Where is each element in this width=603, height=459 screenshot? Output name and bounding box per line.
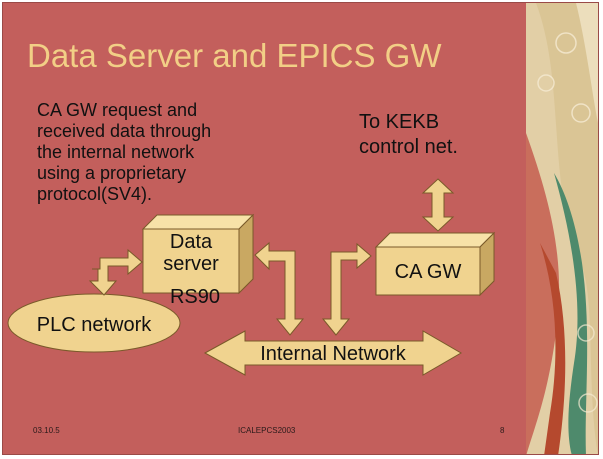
kekb-control-net-label: To KEKB control net. [359,110,458,160]
footer-page-number: 8 [500,426,505,435]
data-server-label-line3: RS90 [170,286,220,308]
description-line: using a proprietary [37,163,187,183]
internal-cagw-arrow [321,242,372,336]
data-server-label-line1: Data [170,231,213,253]
network-diagram: Data server RS90 CA GW PLC network Inter… [7,178,496,376]
kekb-vertical-arrow [421,178,455,232]
kekb-label-line: To KEKB [359,111,440,133]
data-server-label-line2: server [163,253,219,275]
ca-gw-label: CA GW [395,261,462,283]
footer-conference: ICALEPCS2003 [238,426,296,435]
description-line: received data through [37,121,212,141]
description-text: CA GW request and received data through … [37,100,257,205]
server-internal-arrow [254,241,305,336]
ca-gw-box [374,231,496,297]
slide-title: Data Server and EPICS GW [27,37,442,74]
side-band-art [526,3,598,454]
internal-network-label: Internal Network [260,343,407,365]
internal-network-arrow [203,330,462,376]
data-server-box [141,213,255,295]
kekb-label-line: control net. [359,136,458,158]
plc-network-label: PLC network [37,314,152,336]
description-line: CA GW request and [37,100,198,120]
decorative-side-band [526,3,598,454]
slide: Data Server and EPICS GW CA GW request a… [2,2,599,455]
plc-server-arrow [88,248,143,296]
description-line: the internal network [37,142,195,162]
description-line: protocol(SV4). [37,184,153,204]
footer-date: 03.10.5 [33,426,60,435]
plc-network-ellipse [7,293,181,353]
